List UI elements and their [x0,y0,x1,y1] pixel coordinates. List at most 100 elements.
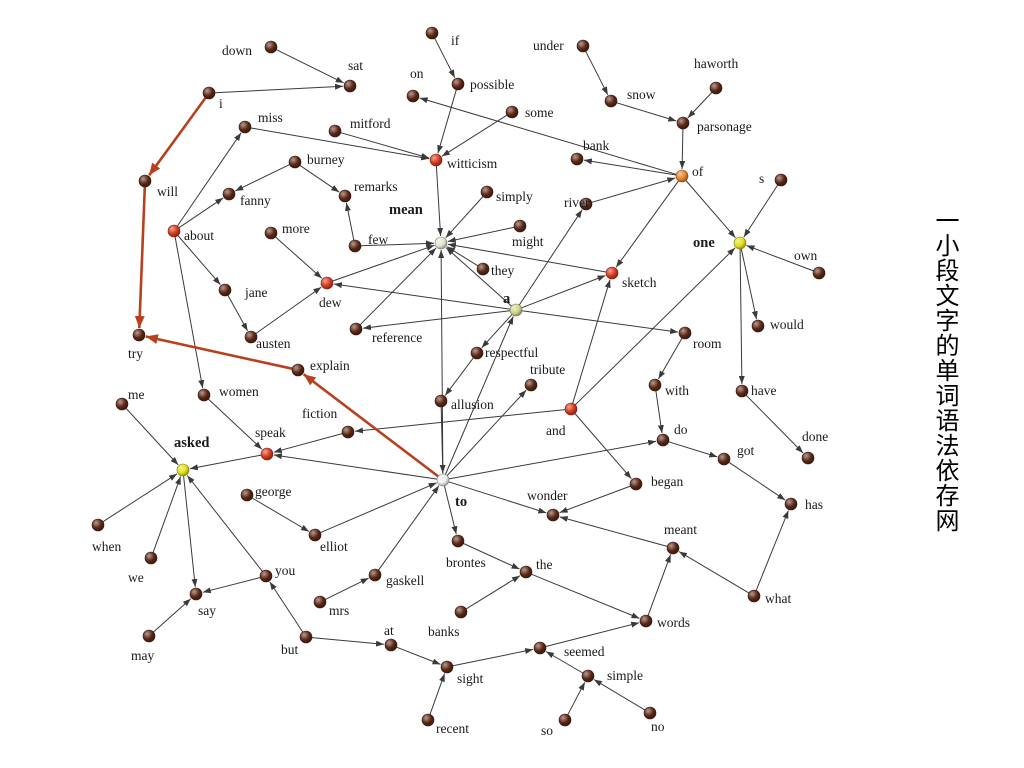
dependency-edge [438,249,445,475]
dependency-edge [755,510,789,591]
word-label: got [737,443,755,458]
word-node [648,378,662,392]
word-node [264,226,278,240]
word-label: dew [319,295,342,310]
word-node [576,39,590,53]
dependency-edge [299,164,340,193]
word-node [579,197,593,211]
word-label: few [368,232,388,247]
word-label: at [384,623,394,638]
dependency-edge [419,97,677,175]
word-label: snow [627,87,656,102]
word-node [320,276,334,290]
dependency-edge [174,236,205,389]
word-node [384,638,398,652]
word-node [546,508,560,522]
dependency-edge [102,473,178,523]
word-label: have [751,383,776,398]
dependency-edge [255,286,322,334]
word-node [519,565,533,579]
dependency-edge [152,476,182,553]
dependency-edge [378,485,440,571]
graph-caption: 一小段文字的单词语法依存网 [931,208,959,533]
word-label: may [131,648,154,663]
word-node [218,283,232,297]
dependency-edge [227,295,249,332]
word-node [513,219,527,233]
dependency-edge [251,497,310,532]
word-label: austen [256,336,291,351]
dependency-edge [444,357,474,396]
word-label: asked [174,435,209,451]
word-label: but [281,642,299,657]
dependency-edge [559,485,631,514]
word-label: remarks [354,179,397,194]
dependency-edge [311,637,385,647]
word-node [343,79,357,93]
word-label: you [275,563,296,578]
dependency-edge [481,314,513,349]
dependency-edge [183,475,198,588]
word-node [656,433,670,447]
dependency-edge [176,132,242,227]
dependency-edge [521,275,606,309]
node-layer [91,26,826,727]
word-label: to [455,494,467,510]
word-label: we [128,570,144,585]
dependency-edge [178,197,224,229]
word-label: tribute [530,362,565,377]
edge-layer [102,38,814,715]
word-node [197,388,211,402]
word-node [735,384,749,398]
dependency-edge [647,554,672,616]
dependency-edge [447,242,607,273]
word-node [451,534,465,548]
word-label: reference [372,330,422,345]
word-label: sat [348,58,363,73]
dependency-edge [452,648,534,667]
word-node [348,239,362,253]
dependency-edge [728,461,786,501]
word-node [784,497,798,511]
word-label: gaskell [386,573,424,588]
dependency-edge [545,621,640,647]
word-node [406,89,420,103]
word-label: on [410,66,424,81]
word-node [299,630,313,644]
word-node [558,713,572,727]
word-label: i [219,96,223,111]
word-label: s [759,171,764,186]
word-node [167,224,181,238]
word-node [429,153,443,167]
dependency-edge [574,413,632,480]
word-node [259,569,273,583]
word-node [605,266,619,280]
dependency-edge [593,679,646,711]
word-node [436,473,450,487]
dependency-edge [531,573,640,619]
word-label: began [651,474,683,489]
word-node [751,319,765,333]
dependency-edge [743,184,779,238]
word-node [451,77,465,91]
word-node [338,189,352,203]
word-label: simply [496,189,533,204]
label-layer: downsatiifonpossibleunderhaworthsnowsome… [92,33,828,738]
word-label: and [546,423,566,438]
dependency-edge [325,577,369,600]
word-node [675,169,689,183]
word-label: meant [664,522,697,537]
word-label: respectful [485,345,538,360]
word-label: jane [244,285,268,300]
word-node [244,330,258,344]
word-node [144,551,158,565]
dependency-edge [574,247,736,406]
highlighted-dependency-edge [145,334,293,370]
dependency-edge [746,245,814,272]
dependency-edge [445,247,512,307]
word-node [308,528,322,542]
word-node [91,518,105,532]
dependency-edge [437,89,457,154]
word-node [801,451,815,465]
word-node [202,86,216,100]
